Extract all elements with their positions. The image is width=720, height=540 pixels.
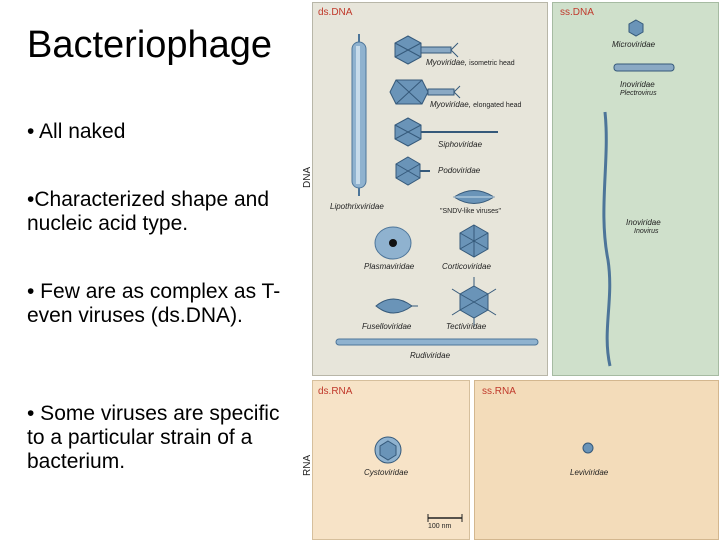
sndv-label: "SNDV-like viruses" bbox=[440, 208, 501, 215]
leviviridae-label: Leviviridae bbox=[570, 468, 609, 477]
slide-title: Bacteriophage bbox=[27, 24, 273, 66]
microviridae-shape bbox=[628, 19, 644, 37]
sndv-shape bbox=[453, 190, 495, 204]
virus-drawings bbox=[335, 19, 675, 522]
plectrovirus-label: Plectrovirus bbox=[620, 90, 657, 97]
podoviridae-label: Podoviridae bbox=[438, 166, 481, 175]
plasmaviridae-shape bbox=[374, 226, 412, 260]
leviviridae-shape bbox=[582, 442, 594, 454]
tectiviridae-label: Tectiviridae bbox=[446, 322, 487, 331]
myoviridae-isometric-label: Myoviridae, isometric head bbox=[426, 58, 515, 67]
inoviridae-plectrovirus-shape bbox=[613, 63, 675, 72]
microviridae-label: Microviridae bbox=[612, 40, 656, 49]
bullet-1: • All naked bbox=[27, 120, 126, 143]
inoviridae-plectrovirus-label: Inoviridae bbox=[620, 80, 655, 89]
ssrna-header: ss.RNA bbox=[482, 386, 516, 397]
myoviridae-isometric-shape bbox=[394, 35, 459, 65]
dsdna-header: ds.DNA bbox=[318, 7, 353, 18]
inoviridae-inovirus-label: Inoviridae bbox=[626, 218, 661, 227]
siphoviridae-shape bbox=[394, 117, 498, 147]
corticoviridae-shape bbox=[459, 224, 489, 258]
ssdna-header: ss.DNA bbox=[560, 7, 594, 18]
cystoviridae-label: Cystoviridae bbox=[364, 468, 409, 477]
fuselloviridae-label: Fuselloviridae bbox=[362, 322, 412, 331]
inovirus-label: Inovirus bbox=[634, 228, 659, 235]
scale-bar-shape bbox=[427, 514, 463, 522]
siphoviridae-label: Siphoviridae bbox=[438, 140, 483, 149]
lipothrixviridae-label: Lipothrixviridae bbox=[330, 202, 384, 211]
myoviridae-elongated-label: Myoviridae, elongated head bbox=[430, 100, 522, 109]
rudiviridae-label: Rudiviridae bbox=[410, 351, 451, 360]
ssrna-panel bbox=[474, 380, 719, 540]
myoviridae-elongated-shape bbox=[389, 79, 461, 105]
virus-figure: DNA RNA ds.DNA ss.DNA ds.RNA ss.RNA bbox=[298, 0, 720, 540]
inoviridae-filament-shape bbox=[602, 111, 612, 367]
bullet-4: • Some viruses are specific to a particu… bbox=[27, 402, 280, 473]
bullet-2: •Characterized shape and nucleic acid ty… bbox=[27, 188, 270, 235]
bullet-3: • Few are as complex as T-even viruses (… bbox=[27, 280, 281, 327]
plasmaviridae-label: Plasmaviridae bbox=[364, 262, 415, 271]
tectiviridae-shape bbox=[451, 277, 497, 327]
rudiviridae-shape bbox=[335, 338, 539, 346]
cystoviridae-shape bbox=[374, 436, 402, 464]
lipothrix-rod-shape bbox=[351, 34, 367, 196]
dsrna-header: ds.RNA bbox=[318, 386, 353, 397]
podoviridae-shape bbox=[395, 156, 430, 186]
corticoviridae-label: Corticoviridae bbox=[442, 262, 491, 271]
fuselloviridae-shape bbox=[375, 298, 418, 314]
scale-bar-label: 100 nm bbox=[428, 523, 452, 530]
dsdna-panel bbox=[312, 2, 548, 376]
